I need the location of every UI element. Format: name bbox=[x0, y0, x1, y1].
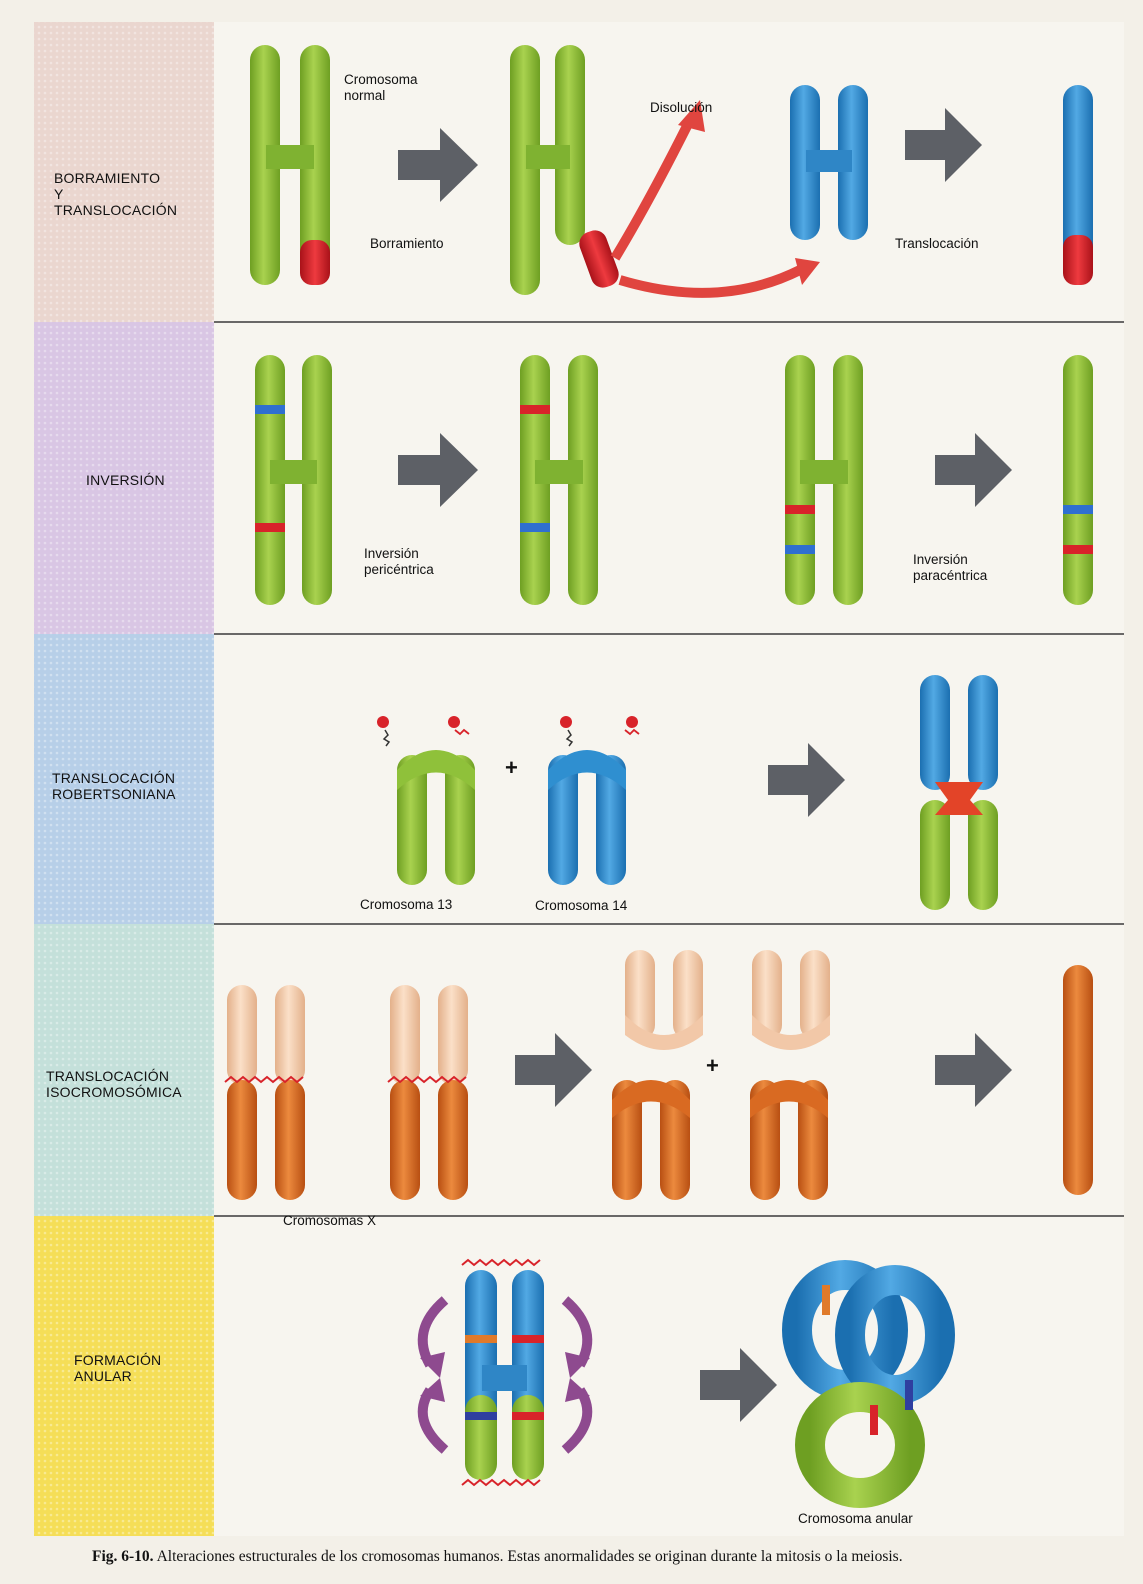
label-inversion-paracentrica: Inversión paracéntrica bbox=[913, 552, 987, 584]
label-inversion-pericentrica: Inversión pericéntrica bbox=[364, 546, 434, 578]
row2-label: INVERSIÓN bbox=[86, 472, 256, 488]
row3-label-line2: ROBERTSONIANA bbox=[52, 786, 222, 802]
label-inversion-pericentrica-line2: pericéntrica bbox=[364, 562, 434, 578]
label-cromosoma-14: Cromosoma 14 bbox=[535, 898, 627, 914]
figure-caption: Fig. 6-10. Alteraciones estructurales de… bbox=[92, 1548, 903, 1566]
caption-text: Alteraciones estructurales de los cromos… bbox=[157, 1548, 903, 1565]
label-cromosoma-normal: Cromosoma normal bbox=[344, 72, 418, 104]
row1-label-line2: Y bbox=[54, 186, 224, 202]
label-cromosomas-x: Cromosomas X bbox=[283, 1213, 376, 1229]
row1-label-line3: TRANSLOCACIÓN bbox=[54, 202, 224, 218]
row2-label-line1: INVERSIÓN bbox=[86, 472, 256, 488]
label-translocacion: Translocación bbox=[895, 236, 979, 252]
label-inversion-paracentrica-line2: paracéntrica bbox=[913, 568, 987, 584]
label-inversion-pericentrica-line1: Inversión bbox=[364, 546, 434, 562]
plus-sign-row4: + bbox=[706, 1058, 719, 1074]
row3-label-line1: TRANSLOCACIÓN bbox=[52, 770, 222, 786]
row5-label: FORMACIÓN ANULAR bbox=[74, 1352, 244, 1384]
row4-label: TRANSLOCACIÓN ISOCROMOSÓMICA bbox=[46, 1068, 216, 1100]
caption-number: Fig. 6-10. bbox=[92, 1548, 154, 1565]
label-borramiento: Borramiento bbox=[370, 236, 444, 252]
label-cromosoma-13: Cromosoma 13 bbox=[360, 897, 452, 913]
row1-label-line1: BORRAMIENTO bbox=[54, 170, 224, 186]
label-cromosoma-normal-line2: normal bbox=[344, 88, 418, 104]
plus-sign-row3: + bbox=[505, 760, 518, 776]
label-cromosoma-anular: Cromosoma anular bbox=[798, 1511, 913, 1527]
row1-label: BORRAMIENTO Y TRANSLOCACIÓN bbox=[54, 170, 224, 218]
row3-label: TRANSLOCACIÓN ROBERTSONIANA bbox=[52, 770, 222, 802]
row5-label-line1: FORMACIÓN bbox=[74, 1352, 244, 1368]
row4-label-line2: ISOCROMOSÓMICA bbox=[46, 1084, 216, 1100]
row4-label-line1: TRANSLOCACIÓN bbox=[46, 1068, 216, 1084]
label-disolucion: Disolución bbox=[650, 100, 712, 116]
inversion-paracentric bbox=[1063, 355, 1093, 605]
label-inversion-paracentrica-line1: Inversión bbox=[913, 552, 987, 568]
label-cromosoma-normal-line1: Cromosoma bbox=[344, 72, 418, 88]
isochromosome-x bbox=[1063, 965, 1093, 1195]
row5-label-line2: ANULAR bbox=[74, 1368, 244, 1384]
